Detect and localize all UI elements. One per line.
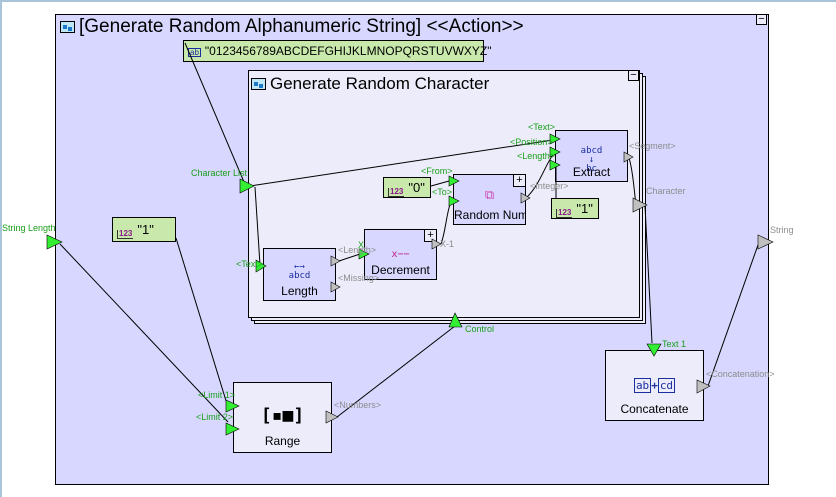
node-range[interactable]: [▪■] Range xyxy=(233,382,332,453)
extract-icon: abcd↓bc xyxy=(580,146,603,174)
port-random-to-in[interactable] xyxy=(448,195,460,207)
label-extract-length: <Length> xyxy=(517,151,556,161)
port-range-numbers-out[interactable] xyxy=(325,410,339,424)
node-length[interactable]: ←→abcd Length xyxy=(263,248,336,301)
label-random-to: <To> xyxy=(432,187,453,197)
port-range-limit2-in[interactable] xyxy=(225,422,240,436)
port-concat-out[interactable] xyxy=(696,379,711,394)
action-title: [Generate Random Alphanumeric String] <<… xyxy=(60,16,524,38)
action-frame-icon xyxy=(60,21,75,33)
sub-action-collapse-button[interactable]: − xyxy=(628,70,639,81)
literal-one-length[interactable]: 123"1" xyxy=(551,198,599,219)
action-title-text: [Generate Random Alphanumeric String] <<… xyxy=(79,16,524,37)
range-icon: [▪■] xyxy=(260,405,305,426)
port-range-limit1-in[interactable] xyxy=(225,399,240,413)
concatenate-icon: ab+cd xyxy=(633,378,676,393)
label-length-text: <Text> xyxy=(236,259,264,269)
label-character: Character xyxy=(646,186,686,196)
label-random-from: <From> xyxy=(421,166,453,176)
literal-one-limit-value: "1" xyxy=(137,222,154,237)
port-string-output[interactable] xyxy=(757,234,774,250)
literal-character-list[interactable]: ab"0123456789ABCDEFGHIJKLMNOPQRSTUVWXYZ" xyxy=(183,40,492,62)
port-length-length-out[interactable] xyxy=(330,255,341,267)
label-string: String xyxy=(770,225,794,235)
label-extract-position: <Position> xyxy=(510,137,553,147)
action-collapse-button[interactable]: − xyxy=(756,14,767,25)
label-string-length: String Length xyxy=(2,223,56,233)
node-random-number-label: Random Num.. xyxy=(454,208,525,222)
label-random-integer: <Integer> xyxy=(530,181,569,191)
port-extract-segment-out[interactable] xyxy=(623,151,634,163)
label-length-missing: <Missing> xyxy=(338,273,380,283)
sub-action-title: Generate Random Character xyxy=(251,74,489,94)
node-length-label: Length xyxy=(281,284,318,298)
label-decrement-x: X xyxy=(358,240,365,250)
literal-one-length-value: "1" xyxy=(576,201,593,216)
label-extract-text: <Text> xyxy=(528,122,556,132)
port-extract-text-in[interactable] xyxy=(549,133,561,145)
label-character-list: Character List xyxy=(191,168,248,178)
port-string-length[interactable] xyxy=(46,234,63,250)
node-concatenate-label: Concatenate xyxy=(620,402,689,416)
port-extract-length-in[interactable] xyxy=(549,159,561,171)
literal-one-limit[interactable]: 123"1" xyxy=(112,217,176,242)
label-control: Control xyxy=(465,324,495,334)
port-length-missing-out[interactable] xyxy=(330,281,341,293)
number-literal-icon: 123 xyxy=(388,187,405,197)
node-extract[interactable]: abcd↓bc Extract xyxy=(555,130,628,182)
label-length-length: <Length> xyxy=(338,245,377,255)
window-edge-top xyxy=(0,0,836,2)
dice-icon: ⧉ xyxy=(484,188,495,203)
number-literal-icon: 123 xyxy=(556,208,573,218)
port-extract-position-in[interactable] xyxy=(549,146,561,158)
port-control[interactable] xyxy=(448,312,463,328)
label-concat-text1: Text 1 xyxy=(662,339,687,349)
decrement-expand-button[interactable]: + xyxy=(424,230,436,242)
port-concat-text1-in[interactable] xyxy=(646,343,662,357)
decrement-icon: x−− xyxy=(391,249,410,260)
label-range-limit1: <Limit 1> xyxy=(198,390,236,400)
sub-action-frame-icon xyxy=(251,78,266,90)
label-range-numbers: <Numbers> xyxy=(334,400,382,410)
port-length-text-in[interactable] xyxy=(255,259,267,273)
node-range-label: Range xyxy=(264,434,301,448)
label-decrement-x1: X-1 xyxy=(440,239,455,249)
label-range-limit2: <Limit 2> xyxy=(196,412,234,422)
node-concatenate[interactable]: ab+cd Concatenate xyxy=(605,350,704,421)
number-literal-icon: 123 xyxy=(117,229,134,239)
port-random-from-in[interactable] xyxy=(448,175,460,187)
port-random-integer-out[interactable] xyxy=(520,192,531,204)
label-extract-segment: <Segment> xyxy=(629,141,676,151)
node-decrement-label: Decrement xyxy=(371,263,430,277)
port-decrement-x1-out[interactable] xyxy=(431,238,442,250)
literal-character-list-value: "0123456789ABCDEFGHIJKLMNOPQRSTUVWXYZ" xyxy=(204,44,492,58)
port-decrement-x-in[interactable] xyxy=(358,248,370,260)
sub-action-title-text: Generate Random Character xyxy=(270,74,490,93)
node-extract-label: Extract xyxy=(572,165,611,179)
port-character-output[interactable] xyxy=(632,197,648,213)
length-icon: ←→abcd xyxy=(288,262,311,281)
port-character-list[interactable] xyxy=(239,178,255,194)
label-concat-concatenation: <Concatenation> xyxy=(706,369,775,379)
window-edge-left xyxy=(0,0,2,497)
